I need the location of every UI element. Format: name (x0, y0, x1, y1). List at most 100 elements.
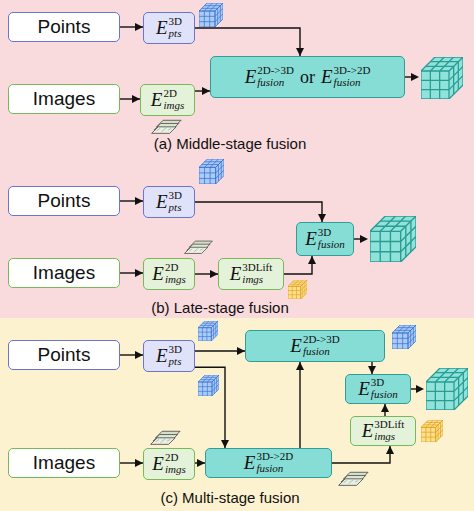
math-letter: E (151, 89, 163, 111)
voxel-icon (288, 280, 307, 299)
input-box: Images (8, 448, 120, 478)
arrowhead (386, 446, 394, 454)
data-flow-arrow (120, 95, 140, 103)
script-stack: 2Dimgs (165, 452, 186, 475)
script-stack: 3Dfusion (371, 377, 398, 400)
superscript: 3DLift (374, 419, 404, 431)
script-stack: 3Dpts (169, 190, 182, 213)
script-stack: 2D->3Dfusion (303, 334, 340, 357)
box-content: E2D->3Dfusion (290, 334, 339, 357)
box-content: E3Dfusion (305, 227, 345, 250)
data-flow-arrow (120, 23, 143, 31)
subscript: fusion (303, 346, 340, 358)
connector-line (195, 28, 300, 56)
superscript: 3D (318, 227, 345, 239)
data-flow-arrow (332, 446, 394, 463)
data-flow-arrow (195, 270, 218, 278)
math-letter: E (358, 378, 370, 400)
data-flow-arrow (195, 87, 210, 95)
data-flow-arrow (120, 459, 143, 467)
data-flow-arrow (195, 347, 245, 355)
box-label: Points (38, 344, 91, 366)
encoder-box: E2D->3Dfusion (245, 330, 385, 362)
box-label: Points (38, 16, 91, 38)
subscript: imgs (165, 274, 186, 286)
box-content: E3Dpts (156, 344, 182, 367)
panel-caption: (c) Multi-stage fusion (160, 489, 299, 506)
math-letter: E (156, 17, 168, 39)
superscript: 2D (165, 452, 186, 464)
subscript: fusion (371, 389, 398, 401)
subscript: imgs (163, 100, 184, 112)
script-stack: 3Dfusion (318, 227, 345, 250)
data-flow-arrow (120, 351, 143, 359)
script-stack: 2Dimgs (163, 88, 184, 111)
arrowhead (411, 73, 419, 81)
script-stack: 3Dpts (169, 344, 182, 367)
script-stack: 2Dimgs (165, 262, 186, 285)
subscript: imgs (165, 464, 186, 476)
subscript: imgs (242, 274, 272, 286)
encoder-box: E3Dfusion (296, 222, 354, 256)
data-flow-arrow (284, 256, 316, 274)
arrowhead (135, 351, 143, 359)
input-box: Points (8, 340, 120, 370)
script-stack: 3DLiftimgs (242, 262, 272, 285)
data-flow-arrow (381, 404, 389, 416)
arrowhead (381, 404, 389, 412)
voxel-output-icon (426, 368, 468, 410)
connector-line (332, 446, 390, 463)
encoder-box: E3Dpts (143, 340, 195, 372)
box-content: E2Dimgs (152, 262, 185, 285)
box-content: E2Dimgs (152, 452, 185, 475)
panel-caption: (a) Middle-stage fusion (154, 135, 307, 152)
superscript: 3D->2D (256, 451, 293, 463)
subscript: imgs (374, 431, 404, 443)
math-letter: E (245, 66, 257, 88)
box-content: E3D->2Dfusion (244, 451, 293, 474)
box-content: Images (33, 452, 95, 474)
box-content: E2Dimgs (151, 88, 184, 111)
encoder-box: E2D->3DfusionorE3D->2Dfusion (210, 56, 405, 98)
arrowhead (135, 23, 143, 31)
math-symbol: E2D->3Dfusion (245, 65, 294, 88)
script-stack: 3DLiftimgs (374, 419, 404, 442)
data-flow-arrow (368, 362, 376, 374)
arrowhead (197, 459, 205, 467)
box-label: Images (33, 262, 95, 284)
math-symbol: E2Dimgs (152, 262, 185, 285)
input-box: Points (8, 12, 120, 42)
arrowhead (308, 256, 316, 264)
encoder-box: E2Dimgs (143, 448, 195, 480)
arrowhead (135, 459, 143, 467)
math-letter: E (290, 335, 302, 357)
voxel-output-icon (421, 57, 463, 99)
encoder-box: E3DLiftimgs (218, 258, 284, 290)
data-flow-arrow (120, 269, 143, 277)
arrowhead (202, 87, 210, 95)
input-box: Points (8, 186, 120, 216)
arrowhead (360, 235, 368, 243)
subscript: fusion (257, 77, 294, 89)
image-feature-icon (339, 472, 368, 485)
arrowhead (368, 366, 376, 374)
arrowhead (135, 197, 143, 205)
math-letter: E (156, 191, 168, 213)
math-letter: E (305, 228, 317, 250)
panel-caption: (b) Late-stage fusion (151, 299, 289, 316)
data-flow-arrow (195, 202, 326, 222)
data-flow-arrow (296, 362, 304, 448)
box-content: E3Dpts (156, 190, 182, 213)
math-letter: E (152, 263, 164, 285)
math-letter: E (230, 263, 242, 285)
arrowhead (132, 95, 140, 103)
box-content: E3Dpts (156, 16, 182, 39)
input-box: Images (8, 84, 120, 114)
voxel-output-icon (370, 216, 416, 262)
superscript: 3D (169, 190, 182, 202)
math-symbol: E2Dimgs (152, 452, 185, 475)
data-flow-arrow (195, 459, 205, 467)
arrowhead (318, 214, 326, 222)
arrowhead (296, 48, 304, 56)
